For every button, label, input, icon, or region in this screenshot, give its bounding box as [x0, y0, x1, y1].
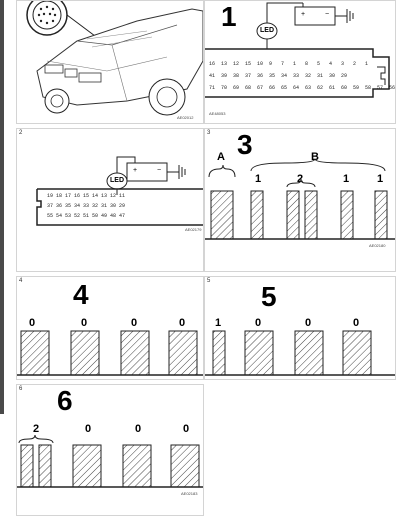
panel-number: 3 — [207, 130, 211, 136]
pulse-diagram-6 — [17, 434, 203, 488]
pin-row-1: 19 18 17 16 15 14 13 12 11 — [47, 193, 126, 199]
step-number: 3 — [237, 129, 253, 160]
left-edge-bar — [0, 0, 4, 414]
pulse-label: 0 — [85, 423, 92, 435]
panel-number: 2 — [19, 130, 23, 136]
panel-number: 5 — [207, 278, 211, 284]
pulse-label: 0 — [305, 317, 312, 329]
group-b-label: B — [311, 151, 319, 163]
pulse-label: 0 — [135, 423, 142, 435]
pulse-label: 1 — [343, 173, 350, 185]
pulse-label: 0 — [353, 317, 360, 329]
pulse-label: 0 — [255, 317, 262, 329]
panel-4-blink-pattern: 4 4 0 0 0 0 — [16, 276, 204, 380]
step-number: 4 — [73, 279, 89, 310]
svg-text:+: + — [133, 167, 137, 174]
pulse-label: 1 — [215, 317, 222, 329]
panel-2-connector: 2 + − LED 19 18 17 16 15 14 13 12 11 37 … — [16, 128, 204, 272]
step-number: 1 — [221, 1, 237, 32]
pulse-diagram-3 — [205, 158, 395, 240]
panel-1-led-connector: 1 + − LED 16 13 12 15 10 9 7 1 8 5 4 3 2… — [204, 0, 396, 124]
pin-row-3: 71 70 69 68 67 66 65 64 63 62 61 60 59 5… — [209, 85, 396, 91]
step-number: 6 — [57, 385, 73, 416]
pulse-label: 1 — [255, 173, 262, 185]
pin-row-1: 16 13 12 15 10 9 7 1 8 5 4 3 2 1 — [209, 61, 369, 67]
pulse-label: 0 — [131, 317, 138, 329]
svg-text:−: − — [325, 11, 329, 18]
pulse-label: 0 — [29, 317, 36, 329]
step-number: 5 — [261, 281, 277, 312]
pulse-label: 1 — [377, 173, 384, 185]
panel-car-obd-location: AE02012 — [16, 0, 204, 124]
panel-number: 6 — [19, 386, 23, 392]
pin-row-2: 37 36 35 34 33 32 31 30 29 — [47, 203, 126, 209]
group-a-label: A — [217, 151, 225, 163]
panel-3-blink-groups: 3 3 A B 1 2 1 1 AE02180 — [204, 128, 396, 272]
reference-code: AE48053 — [209, 111, 226, 116]
connector-2-diagram: + − — [36, 156, 203, 226]
pin-row-3: 55 54 53 52 51 50 49 48 47 — [47, 213, 126, 219]
pulse-label: 0 — [179, 317, 186, 329]
led-label: LED — [110, 177, 124, 184]
reference-code: AE02180 — [369, 243, 386, 248]
pulse-diagram-5 — [205, 330, 395, 376]
pulse-label: 2 — [33, 423, 40, 435]
panel-5-blink-pattern: 5 5 1 0 0 0 — [204, 276, 396, 380]
reference-code: AE02183 — [181, 491, 198, 496]
pulse-label: 0 — [183, 423, 190, 435]
reference-code: AE02012 — [177, 115, 194, 120]
car-illustration — [26, 1, 203, 116]
reference-code: AE02179 — [185, 227, 202, 232]
pin-row-2: 41 39 38 37 36 35 34 33 32 31 30 29 — [209, 73, 348, 79]
svg-text:+: + — [301, 11, 305, 18]
pulse-diagram-4 — [17, 330, 203, 376]
svg-text:−: − — [157, 167, 161, 174]
led-label: LED — [260, 27, 274, 34]
connector-diagram: + − — [205, 2, 390, 98]
pulse-label: 2 — [297, 173, 304, 185]
panel-6-blink-pattern: 6 6 2 0 0 0 AE02183 — [16, 384, 204, 516]
pulse-label: 0 — [81, 317, 88, 329]
panel-number: 4 — [19, 278, 23, 284]
